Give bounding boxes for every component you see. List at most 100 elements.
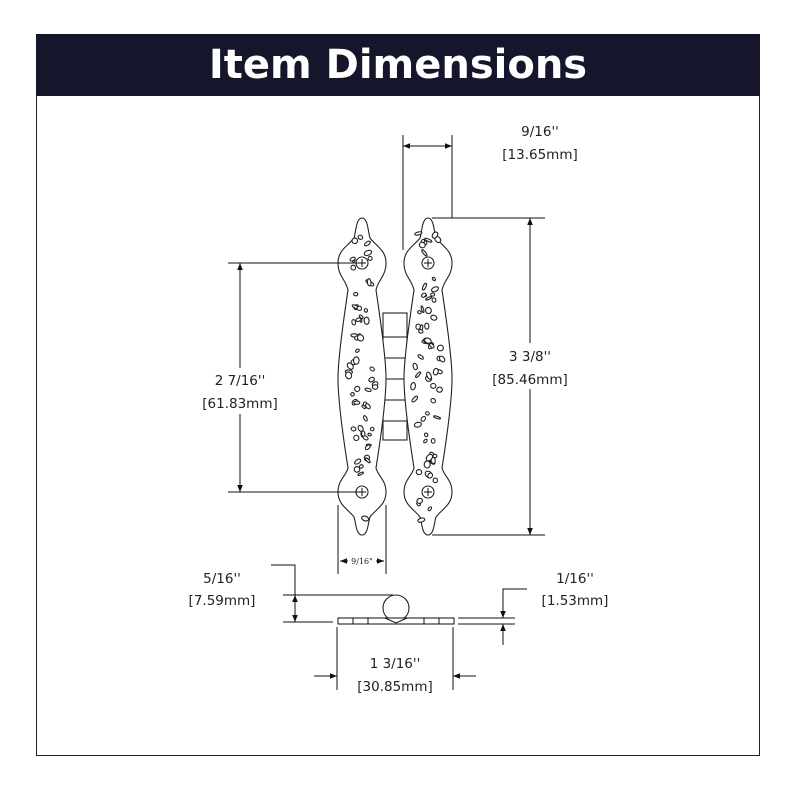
hammered-texture-spot	[353, 292, 359, 297]
hammered-texture-spot	[421, 249, 428, 257]
hammered-texture-spot	[432, 453, 438, 459]
dimension-thickness: 1/16'' [1.53mm]	[458, 571, 608, 645]
hinge-leaf-left	[337, 217, 387, 536]
hammered-texture-spot	[345, 371, 353, 380]
hammered-texture-spot	[427, 472, 434, 479]
dimension-hole-spacing: 2 7/16'' [61.83mm]	[198, 262, 360, 493]
hammered-texture-spot	[418, 329, 424, 334]
svg-text:[13.65mm]: [13.65mm]	[502, 147, 577, 163]
hammered-texture-spot	[432, 367, 439, 376]
hammered-texture-spot	[363, 316, 370, 325]
hammered-texture-spot	[357, 234, 364, 240]
dimension-knuckle-height: 5/16'' [7.59mm]	[189, 564, 298, 622]
hinge-leaf-right	[403, 217, 453, 536]
hammered-texture-spot	[430, 382, 437, 389]
hammered-texture-spot	[350, 264, 357, 271]
svg-text:2 7/16'': 2 7/16''	[215, 373, 266, 389]
hammered-texture-spot	[369, 426, 375, 432]
hammered-texture-spot	[425, 411, 430, 416]
hammered-texture-spot	[415, 323, 421, 330]
hammered-texture-spot	[357, 471, 364, 476]
hammered-texture-spot	[425, 296, 433, 301]
hammered-texture-spot	[417, 310, 422, 315]
dimension-top-width: 9/16'' [13.65mm]	[402, 124, 578, 250]
svg-text:[7.59mm]: [7.59mm]	[189, 593, 256, 609]
hammered-texture-spot	[353, 400, 361, 405]
svg-text:1/16'': 1/16''	[556, 571, 594, 587]
hammered-texture-spot	[350, 392, 355, 397]
hammered-texture-spot	[367, 255, 373, 261]
hammered-texture-spot	[354, 385, 361, 392]
svg-text:9/16'': 9/16''	[521, 124, 559, 140]
hammered-texture-spot	[352, 356, 360, 365]
hammered-texture-spot	[423, 432, 429, 438]
hammered-texture-spot	[353, 466, 361, 473]
hammered-texture-spot	[366, 278, 372, 287]
hammered-texture-spot	[432, 415, 442, 420]
hammered-texture-spot	[431, 297, 437, 303]
hammered-texture-spot	[424, 237, 433, 243]
hammered-texture-spot	[355, 348, 360, 353]
hammered-texture-spot	[371, 384, 379, 390]
hammered-texture-spot	[417, 354, 424, 360]
hammered-texture-spot	[431, 276, 436, 282]
hammered-texture-spot	[418, 241, 426, 249]
hinge-side-view	[283, 594, 455, 625]
hammered-texture-spot	[424, 322, 430, 330]
hammered-texture-spot	[430, 397, 437, 404]
hammered-texture-spot	[430, 292, 436, 297]
hammered-texture-spot	[412, 362, 418, 371]
hammered-texture-spot	[351, 237, 359, 245]
hammered-texture-spot	[362, 415, 368, 422]
hammered-texture-spot	[363, 249, 373, 257]
hammered-texture-spot	[367, 432, 372, 437]
hammered-texture-spot	[355, 317, 362, 322]
svg-text:9/16": 9/16"	[351, 557, 373, 566]
dimension-overall-height: 3 3/8'' [85.46mm]	[432, 217, 574, 536]
svg-text:3 3/8'': 3 3/8''	[509, 349, 551, 365]
hammered-texture-spot	[369, 366, 375, 372]
hammered-texture-spot	[364, 444, 371, 451]
hammered-texture-spot	[430, 286, 440, 293]
hammered-texture-spot	[416, 497, 424, 504]
hammered-texture-spot	[414, 231, 423, 236]
hammered-texture-spot	[421, 282, 428, 291]
hammered-texture-spot	[429, 342, 435, 349]
hammered-texture-spot	[362, 435, 369, 441]
hammered-texture-spot	[424, 337, 432, 344]
hammered-texture-spot	[346, 362, 354, 370]
hammered-texture-spot	[353, 434, 360, 442]
hammered-texture-spot	[356, 334, 365, 342]
hammered-texture-spot	[351, 319, 357, 326]
hammered-texture-spot	[430, 438, 436, 444]
hammered-texture-spot	[415, 469, 423, 476]
hammered-texture-spot	[420, 416, 427, 422]
hammered-texture-spot	[415, 371, 422, 378]
hammered-texture-spot	[436, 344, 444, 352]
hammered-texture-spot	[421, 292, 427, 298]
hammered-texture-spot	[411, 395, 419, 403]
hammered-texture-spot	[425, 453, 434, 462]
hammered-texture-spot	[356, 305, 363, 311]
hinge-knuckle	[382, 312, 408, 441]
hammered-texture-spot	[432, 477, 439, 484]
hammered-texture-spot	[368, 376, 375, 383]
hammered-texture-spot	[436, 386, 443, 393]
hammered-texture-spot	[410, 381, 416, 391]
hammered-texture-spot	[430, 314, 438, 321]
hammered-texture-spot	[365, 403, 371, 410]
hammered-texture-spot	[426, 371, 432, 380]
dimension-leaf-width: 9/16"	[337, 505, 387, 574]
hammered-texture-spot	[431, 231, 439, 239]
leaf-outline	[337, 217, 387, 536]
hammered-texture-spot	[420, 305, 425, 314]
dimension-open-width: 1 3/16'' [30.85mm]	[314, 627, 476, 695]
hammered-texture-spot	[427, 506, 433, 512]
hammered-texture-spot	[423, 460, 431, 469]
page-title: Item Dimensions	[36, 34, 760, 96]
hammered-texture-spot	[413, 421, 422, 428]
svg-text:[30.85mm]: [30.85mm]	[357, 679, 432, 695]
svg-text:[61.83mm]: [61.83mm]	[202, 396, 277, 412]
hammered-texture-spot	[417, 517, 426, 523]
